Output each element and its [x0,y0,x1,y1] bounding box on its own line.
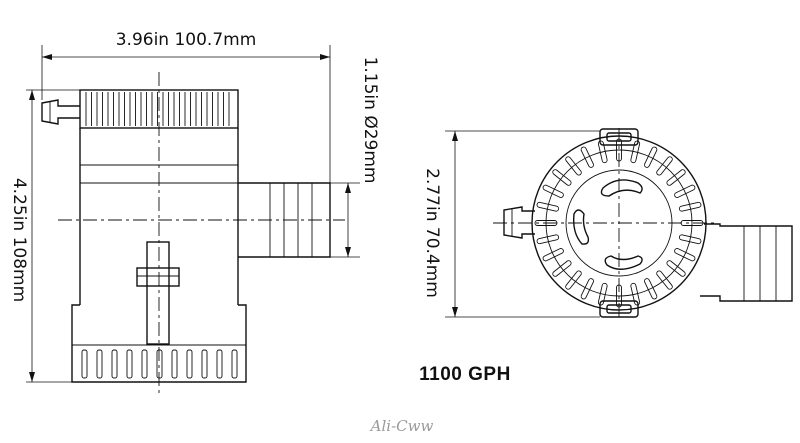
product-label: 1100 GPH [419,364,511,385]
outlet-dimension-label: 1.15in Ø29mm [360,57,380,184]
pump-body [79,128,239,305]
base-slots [81,349,238,379]
top-view: 2.77in 70.4mm [422,128,793,320]
width-dimension-label: 3.96in 100.7mm [116,30,257,50]
cap-ribs [85,92,230,126]
small-barb-left [41,99,80,125]
body-dimension-label: 2.77in 70.4mm [422,168,442,298]
watermark: Ali-Cww [369,417,434,435]
height-dimension-label: 4.25in 108mm [9,178,29,302]
side-view: 3.96in 100.7mm 1.15in Ø29mm 4.25in 108mm [9,30,380,395]
front-port [136,241,180,345]
radial-slots [534,138,704,308]
